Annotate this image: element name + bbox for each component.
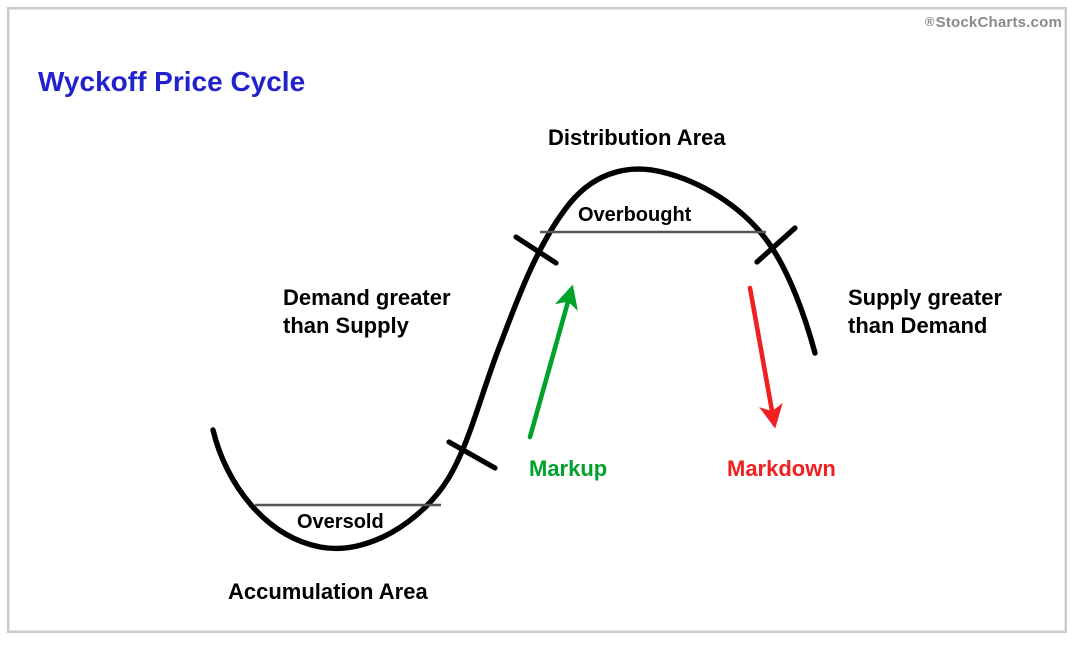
demand-line-2: than Supply bbox=[283, 312, 409, 338]
registered-mark-icon: ® bbox=[924, 14, 935, 29]
label-markup: Markup bbox=[529, 456, 608, 481]
label-markdown: Markdown bbox=[727, 456, 836, 481]
label-overbought: Overbought bbox=[578, 204, 692, 226]
label-distribution-area: Distribution Area bbox=[548, 125, 726, 150]
page-title: Wyckoff Price Cycle bbox=[38, 66, 306, 97]
demand-line-1: Demand greater bbox=[283, 285, 451, 310]
label-accumulation-area: Accumulation Area bbox=[228, 579, 428, 604]
label-supply-greater-than-demand: Supply greater than Demand bbox=[848, 284, 1002, 339]
label-oversold: Oversold bbox=[297, 511, 384, 533]
supply-line-2: than Demand bbox=[848, 312, 988, 338]
label-demand-greater-than-supply: Demand greater than Supply bbox=[283, 284, 451, 339]
stockcharts-watermark: ®StockCharts.com bbox=[925, 14, 1062, 31]
supply-line-1: Supply greater bbox=[848, 285, 1003, 310]
watermark-text: StockCharts.com bbox=[935, 14, 1062, 31]
